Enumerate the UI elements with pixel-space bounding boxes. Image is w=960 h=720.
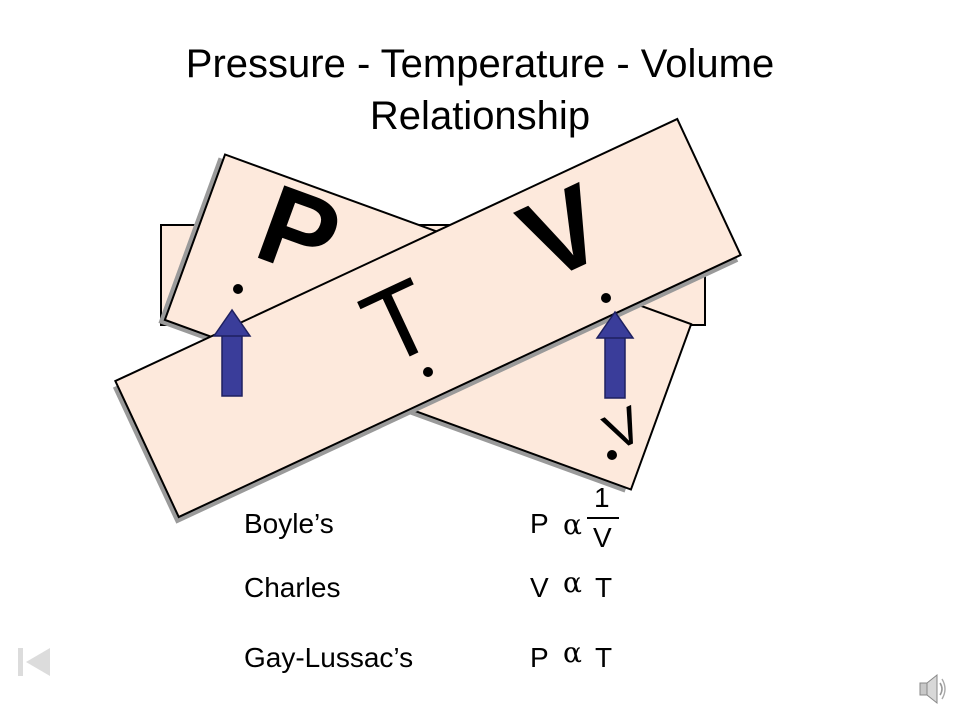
boyles-lhs: P bbox=[530, 508, 549, 539]
law-name-boyles: Boyle’s bbox=[244, 508, 334, 539]
boyles-denominator: V bbox=[593, 522, 612, 553]
left-up-arrow bbox=[212, 308, 252, 397]
small-v-dot bbox=[607, 450, 617, 460]
charles-lhs: V bbox=[530, 572, 549, 603]
t-card bbox=[112, 117, 742, 524]
speaker-icon bbox=[919, 673, 946, 705]
charles-alpha: α bbox=[563, 566, 582, 599]
big-t-dot bbox=[423, 367, 433, 377]
gay-lussac-alpha: α bbox=[563, 636, 582, 669]
big-p-dot bbox=[233, 284, 243, 294]
audio-button[interactable] bbox=[918, 672, 948, 706]
boyles-numerator: 1 bbox=[594, 482, 610, 513]
law-name-gay-lussac: Gay-Lussac’s bbox=[244, 642, 414, 673]
slide-title: Pressure - Temperature - Volume Relation… bbox=[0, 38, 960, 142]
law-name-charles: Charles bbox=[244, 572, 341, 603]
title-line-2: Relationship bbox=[369, 94, 591, 138]
title-line-1: Pressure - Temperature - Volume bbox=[185, 42, 775, 86]
first-slide-button[interactable] bbox=[14, 642, 54, 682]
gay-lussac-lhs: P bbox=[530, 642, 549, 673]
boyles-alpha: α bbox=[563, 508, 582, 541]
first-slide-icon bbox=[18, 648, 50, 676]
right-up-arrow bbox=[595, 310, 635, 399]
charles-rhs: T bbox=[595, 572, 613, 603]
t-card-face bbox=[114, 117, 742, 519]
big-v-dot bbox=[601, 293, 611, 303]
gay-lussac-rhs: T bbox=[595, 642, 613, 673]
